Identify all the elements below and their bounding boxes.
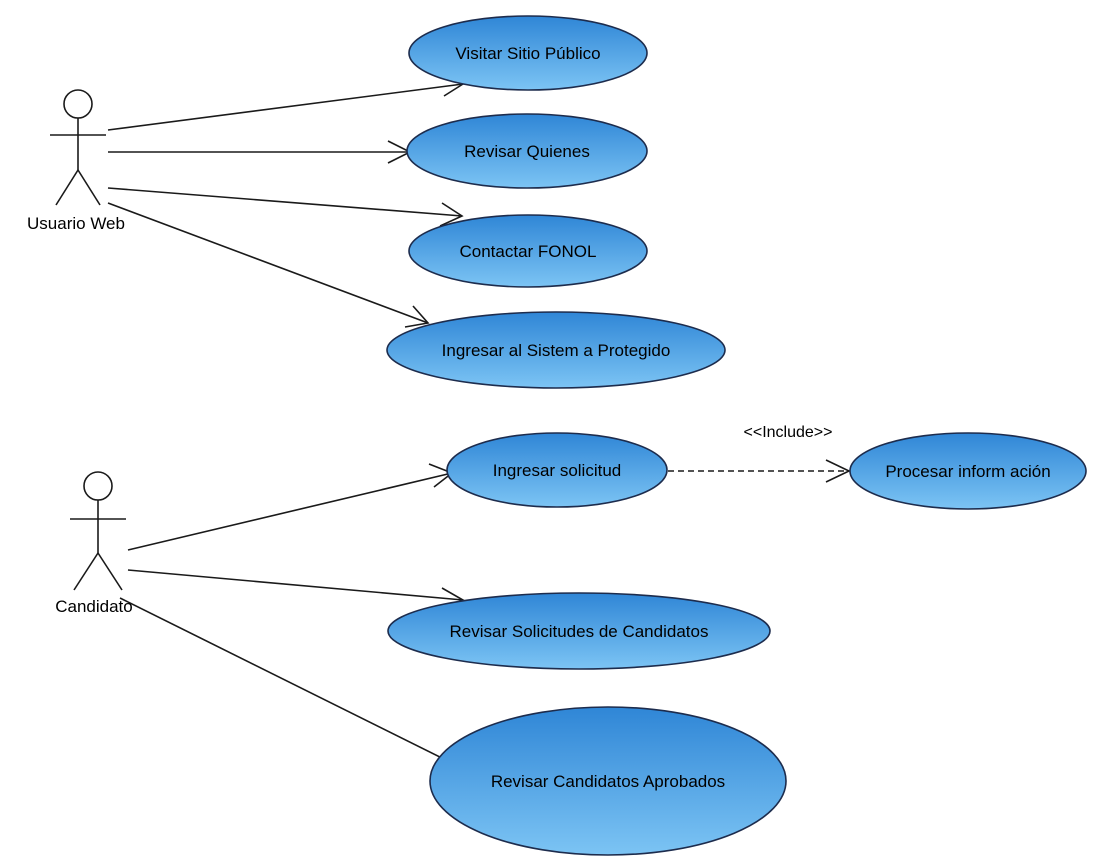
use-case-ingresar-solicitud[interactable]: Ingresar solicitud (446, 432, 668, 508)
relation-candidato-revisar-solicitudes (127, 569, 465, 611)
use-case-visitar-sitio-publico[interactable]: Visitar Sitio Público (408, 15, 648, 91)
relation-usuario-web-visitar (107, 72, 465, 131)
use-case-revisar-quienes[interactable]: Revisar Quienes (406, 113, 648, 189)
use-case-revisar-candidatos-aprobados[interactable]: Revisar Candidatos Aprobados (429, 706, 787, 856)
use-case-contactar-fonol[interactable]: Contactar FONOL (408, 214, 648, 288)
use-case-label: Ingresar solicitud (493, 461, 622, 480)
use-case-ingresar-sistema-protegido[interactable]: Ingresar al Sistem a Protegido (386, 311, 726, 389)
relation-include: <<Include>> (668, 424, 851, 483)
actor-label-usuario-web: Usuario Web (27, 214, 125, 233)
actor-usuario-web[interactable]: Usuario Web (27, 89, 125, 233)
actor-head (63, 89, 93, 119)
use-case-label: Revisar Candidatos Aprobados (491, 772, 725, 791)
use-case-label: Revisar Quienes (464, 142, 590, 161)
use-case-label: Ingresar al Sistem a Protegido (442, 341, 671, 360)
actor-head (83, 471, 113, 501)
include-stereotype-label: <<Include>> (744, 424, 833, 441)
actor-label-candidato: Candidato (55, 597, 133, 616)
relation-candidato-ingresar-solicitud (127, 463, 454, 551)
relation-usuario-web-ingresar-sistema (107, 202, 430, 328)
use-case-label: Contactar FONOL (460, 242, 597, 261)
use-case-label: Procesar inform ación (885, 462, 1050, 481)
use-case-procesar-informacion[interactable]: Procesar inform ación (849, 432, 1087, 510)
relation-usuario-web-revisar-quienes (108, 140, 412, 164)
relation-usuario-web-contactar (107, 187, 464, 227)
use-case-label: Visitar Sitio Público (455, 44, 600, 63)
actor-candidato[interactable]: Candidato (55, 471, 133, 616)
use-case-revisar-solicitudes-candidatos[interactable]: Revisar Solicitudes de Candidatos (387, 592, 771, 670)
use-case-label: Revisar Solicitudes de Candidatos (450, 622, 709, 641)
